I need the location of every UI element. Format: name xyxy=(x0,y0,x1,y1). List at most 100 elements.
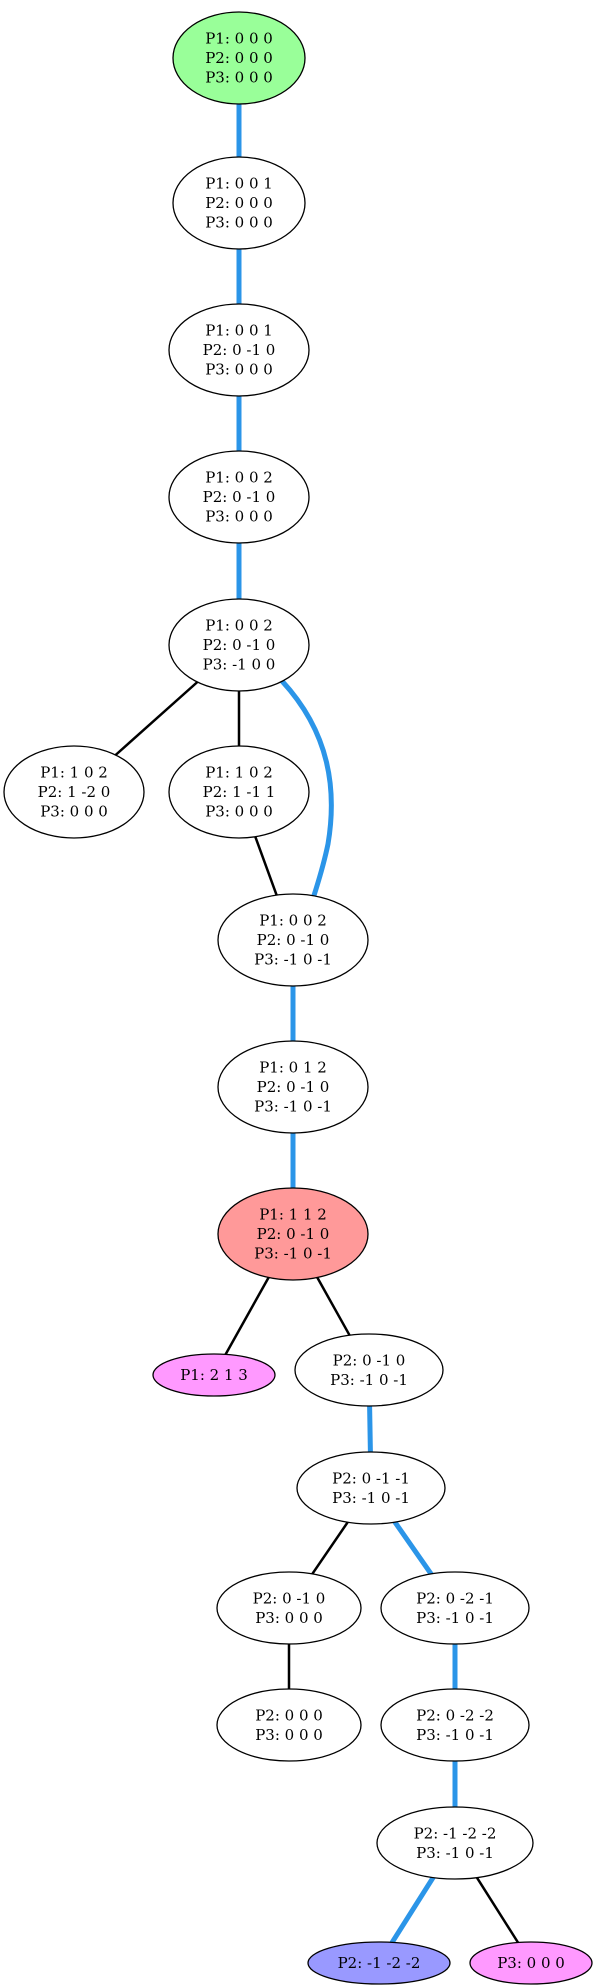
nodes-layer: P1: 0 0 0P2: 0 0 0P3: 0 0 0P1: 0 0 1P2: … xyxy=(3,11,593,1985)
node-17: P2: -1 -2 -2 P3: -1 0 -1 xyxy=(376,1806,534,1880)
node-4-label-line-2: P2: 0 -1 0 xyxy=(203,636,276,654)
node-14-label-line-1: P2: 0 -2 -1 xyxy=(416,1589,494,1607)
node-1-label-line-2: P2: 0 0 0 xyxy=(205,194,273,212)
node-14-label-line-2: P3: -1 0 -1 xyxy=(416,1609,494,1627)
node-7-label-line-3: P3: -1 0 -1 xyxy=(254,951,332,969)
edge-n12-to-n14-highlighted xyxy=(392,1519,434,1577)
node-16-label-line-1: P2: 0 -2 -2 xyxy=(416,1706,494,1724)
node-highlight-label-line-2: P2: 0 -1 0 xyxy=(257,1225,330,1243)
node-leaf-p3: P3: 0 0 0 xyxy=(469,1941,593,1985)
node-7-label-line-1: P1: 0 0 2 xyxy=(259,912,327,930)
node-leaf-p3-label-line-1: P3: 0 0 0 xyxy=(497,1954,565,1972)
node-8: P1: 0 1 2P2: 0 -1 0 P3: -1 0 -1 xyxy=(217,1040,369,1134)
node-17-shape xyxy=(376,1806,534,1880)
node-5-shape xyxy=(3,745,145,839)
node-17-label-line-2: P3: -1 0 -1 xyxy=(416,1844,494,1862)
node-start-shape xyxy=(172,11,306,105)
node-8-label-line-3: P3: -1 0 -1 xyxy=(254,1098,332,1116)
node-6: P1: 1 0 2P2: 1 -1 1 P3: 0 0 0 xyxy=(168,745,310,839)
node-17-label-line-1: P2: -1 -2 -2 xyxy=(414,1824,497,1842)
node-3-shape xyxy=(168,450,310,544)
edge-n12-to-n13 xyxy=(311,1520,349,1576)
node-2-label-line-2: P2: 0 -1 0 xyxy=(203,341,276,359)
edge-n17-to-n19 xyxy=(475,1876,520,1944)
node-13-label-line-1: P2: 0 -1 0 xyxy=(253,1589,326,1607)
node-12: P2: 0 -1 -1 P3: -1 0 -1 xyxy=(296,1451,446,1525)
node-start-label-line-1: P1: 0 0 0 xyxy=(205,30,273,48)
node-6-label-line-3: P3: 0 0 0 xyxy=(205,803,273,821)
edge-n9-to-n11 xyxy=(316,1276,351,1337)
node-13: P2: 0 -1 0 P3: 0 0 0 xyxy=(216,1571,362,1645)
node-start-label-line-3: P3: 0 0 0 xyxy=(205,69,273,87)
node-3: P1: 0 0 2P2: 0 -1 0 P3: 0 0 0 xyxy=(168,450,310,544)
node-1-shape xyxy=(172,156,306,250)
node-11-label-line-1: P2: 0 -1 0 xyxy=(333,1351,406,1369)
node-2: P1: 0 0 1P2: 0 -1 0 P3: 0 0 0 xyxy=(168,303,310,397)
node-15-label-line-1: P2: 0 0 0 xyxy=(255,1706,323,1724)
node-highlight-shape xyxy=(217,1187,369,1281)
node-4-label-line-1: P1: 0 0 2 xyxy=(205,617,273,635)
node-1: P1: 0 0 1P2: 0 0 0 P3: 0 0 0 xyxy=(172,156,306,250)
node-7-shape xyxy=(217,893,369,987)
edge-n4-to-n5 xyxy=(114,680,199,757)
node-4: P1: 0 0 2P2: 0 -1 0 P3: -1 0 0 xyxy=(168,598,310,692)
edges-layer xyxy=(114,101,520,1945)
node-5-label-line-3: P3: 0 0 0 xyxy=(40,803,108,821)
node-3-label-line-3: P3: 0 0 0 xyxy=(205,508,273,526)
node-5-label-line-2: P2: 1 -2 0 xyxy=(38,783,111,801)
edge-n11-to-n12-highlighted xyxy=(367,1403,373,1455)
node-2-label-line-1: P1: 0 0 1 xyxy=(205,322,273,340)
node-15: P2: 0 0 0 P3: 0 0 0 xyxy=(216,1688,362,1762)
node-leaf-p2: P2: -1 -2 -2 xyxy=(307,1941,451,1985)
node-highlight-label-line-3: P3: -1 0 -1 xyxy=(254,1245,332,1263)
node-12-label-line-2: P3: -1 0 -1 xyxy=(332,1489,410,1507)
node-1-label-line-3: P3: 0 0 0 xyxy=(205,214,273,232)
node-1-label-line-1: P1: 0 0 1 xyxy=(205,175,273,193)
node-16-shape xyxy=(380,1688,530,1762)
node-leaf-p2-shape xyxy=(307,1941,451,1985)
node-3-label-line-1: P1: 0 0 2 xyxy=(205,469,273,487)
node-12-label-line-1: P2: 0 -1 -1 xyxy=(332,1469,410,1487)
edge-n4-to-n7-highlighted xyxy=(279,678,334,914)
node-start-label-line-2: P2: 0 0 0 xyxy=(205,49,273,67)
node-11-label-line-2: P3: -1 0 -1 xyxy=(330,1371,408,1389)
node-5: P1: 1 0 2P2: 1 -2 0 P3: 0 0 0 xyxy=(3,745,145,839)
node-4-shape xyxy=(168,598,310,692)
edge-n6-to-n7 xyxy=(254,835,278,897)
node-highlight-label-line-1: P1: 1 1 2 xyxy=(259,1206,327,1224)
node-8-shape xyxy=(217,1040,369,1134)
node-11-shape xyxy=(294,1333,444,1407)
node-highlight: P1: 1 1 2P2: 0 -1 0 P3: -1 0 -1 xyxy=(217,1187,369,1281)
node-13-shape xyxy=(216,1571,362,1645)
edge-n17-to-n18-highlighted xyxy=(389,1875,436,1945)
node-leaf-p3-shape xyxy=(469,1941,593,1985)
node-8-label-line-1: P1: 0 1 2 xyxy=(259,1059,327,1077)
node-11: P2: 0 -1 0 P3: -1 0 -1 xyxy=(294,1333,444,1407)
node-2-shape xyxy=(168,303,310,397)
node-leaf-p1-label-line-1: P1: 2 1 3 xyxy=(180,1366,248,1384)
node-6-label-line-2: P2: 1 -1 1 xyxy=(203,783,276,801)
edge-n9-to-n10 xyxy=(224,1276,270,1356)
node-16-label-line-2: P3: -1 0 -1 xyxy=(416,1726,494,1744)
node-6-label-line-1: P1: 1 0 2 xyxy=(205,764,273,782)
node-16: P2: 0 -2 -2 P3: -1 0 -1 xyxy=(380,1688,530,1762)
node-7: P1: 0 0 2P2: 0 -1 0 P3: -1 0 -1 xyxy=(217,893,369,987)
node-15-label-line-2: P3: 0 0 0 xyxy=(255,1726,323,1744)
node-14-shape xyxy=(380,1571,530,1645)
node-14: P2: 0 -2 -1 P3: -1 0 -1 xyxy=(380,1571,530,1645)
node-5-label-line-1: P1: 1 0 2 xyxy=(40,764,108,782)
node-13-label-line-2: P3: 0 0 0 xyxy=(255,1609,323,1627)
node-leaf-p1-shape xyxy=(152,1353,276,1397)
node-2-label-line-3: P3: 0 0 0 xyxy=(205,361,273,379)
node-6-shape xyxy=(168,745,310,839)
node-7-label-line-2: P2: 0 -1 0 xyxy=(257,931,330,949)
node-leaf-p1: P1: 2 1 3 xyxy=(152,1353,276,1397)
node-leaf-p2-label-line-1: P2: -1 -2 -2 xyxy=(338,1954,421,1972)
node-15-shape xyxy=(216,1688,362,1762)
node-start: P1: 0 0 0P2: 0 0 0 P3: 0 0 0 xyxy=(172,11,306,105)
node-8-label-line-2: P2: 0 -1 0 xyxy=(257,1078,330,1096)
node-4-label-line-3: P3: -1 0 0 xyxy=(203,656,276,674)
node-3-label-line-2: P2: 0 -1 0 xyxy=(203,488,276,506)
node-12-shape xyxy=(296,1451,446,1525)
